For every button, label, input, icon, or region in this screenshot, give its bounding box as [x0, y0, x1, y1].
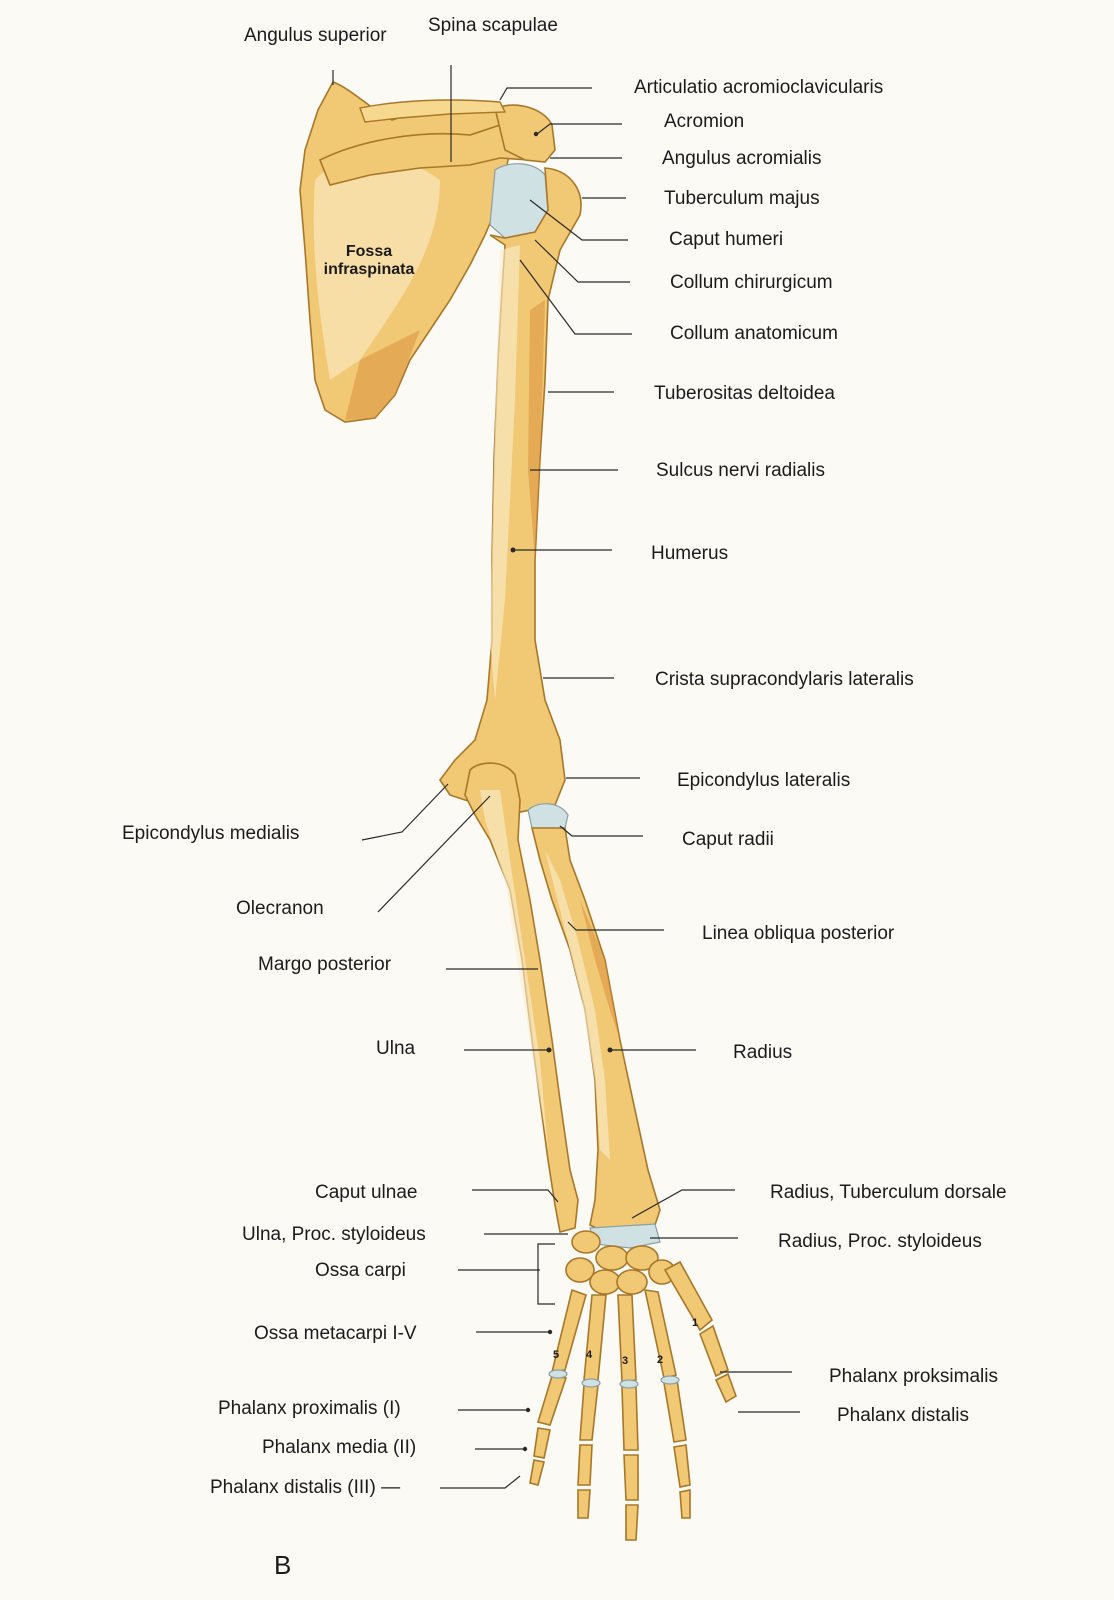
ulna-bone [464, 762, 579, 1233]
spina-scapulae [318, 119, 551, 186]
clavicle-end [359, 99, 507, 123]
label-caput-humeri: Caput humeri [669, 229, 784, 250]
figure-letter: B [274, 1550, 292, 1580]
acromion-bone [494, 104, 556, 163]
radius-bone [527, 803, 661, 1236]
label-olecranon: Olecranon [236, 898, 324, 919]
label-spina-scapulae: Spina scapulae [428, 15, 558, 36]
label-humerus: Humerus [651, 543, 729, 564]
label-phalanx-proximalis-i: Phalanx proximalis (I) [218, 1398, 401, 1419]
label-ossa-metacarpi: Ossa metacarpi I-V [254, 1323, 417, 1344]
leader-lines [332, 65, 800, 1489]
label-margo-posterior: Margo posterior [258, 954, 392, 975]
label-radius-tuberculum-dorsale: Radius, Tuberculum dorsale [770, 1182, 1007, 1203]
label-angulus-superior: Angulus superior [244, 25, 387, 46]
label-phalanx-distalis: Phalanx distalis [837, 1405, 970, 1426]
label-caput-radii: Caput radii [682, 829, 774, 850]
label-radius-proc-styloideus: Radius, Proc. styloideus [778, 1231, 982, 1252]
label-phalanx-distalis-iii: Phalanx distalis (III) — [210, 1477, 401, 1498]
hand-bones [529, 1260, 737, 1541]
label-radius: Radius [733, 1042, 793, 1063]
metacarpal-number-4: 4 [586, 1349, 593, 1361]
fossa-infraspinata-line1: Fossa [345, 243, 393, 260]
label-phalanx-media-ii: Phalanx media (II) [262, 1437, 417, 1458]
metacarpal-number-1: 1 [692, 1317, 699, 1329]
humerus-bone [439, 163, 582, 813]
label-epicondylus-medialis: Epicondylus medialis [122, 823, 300, 844]
leader-dots [510, 131, 613, 1452]
label-articulatio-acromioclavicularis: Articulatio acromioclavicularis [634, 77, 884, 98]
label-angulus-acromialis: Angulus acromialis [662, 148, 822, 169]
carpal-bones [565, 1223, 676, 1295]
label-crista-supracondylaris-lateralis: Crista supracondylaris lateralis [655, 669, 914, 690]
label-ulna: Ulna [376, 1038, 416, 1059]
label-tuberositas-deltoidea: Tuberositas deltoidea [654, 383, 835, 404]
metacarpal-number-5: 5 [553, 1349, 560, 1361]
label-ossa-carpi: Ossa carpi [315, 1260, 406, 1281]
label-collum-chirurgicum: Collum chirurgicum [670, 272, 833, 293]
label-tuberculum-majus: Tuberculum majus [664, 188, 820, 209]
fossa-infraspinata-line2: infraspinata [323, 261, 415, 278]
label-collum-anatomicum: Collum anatomicum [670, 323, 838, 344]
metacarpal-number-3: 3 [622, 1355, 629, 1367]
metacarpal-number-2: 2 [657, 1354, 664, 1366]
label-linea-obliqua-posterior: Linea obliqua posterior [702, 923, 895, 944]
fossa-infraspinata-label: Fossa infraspinata [316, 244, 422, 278]
label-caput-ulnae: Caput ulnae [315, 1182, 418, 1203]
label-phalanx-proksimalis: Phalanx proksimalis [829, 1366, 998, 1387]
label-ulna-proc-styloideus: Ulna, Proc. styloideus [242, 1224, 426, 1245]
label-sulcus-nervi-radialis: Sulcus nervi radialis [656, 460, 825, 481]
label-epicondylus-lateralis: Epicondylus lateralis [677, 770, 851, 791]
label-acromion: Acromion [664, 111, 745, 132]
